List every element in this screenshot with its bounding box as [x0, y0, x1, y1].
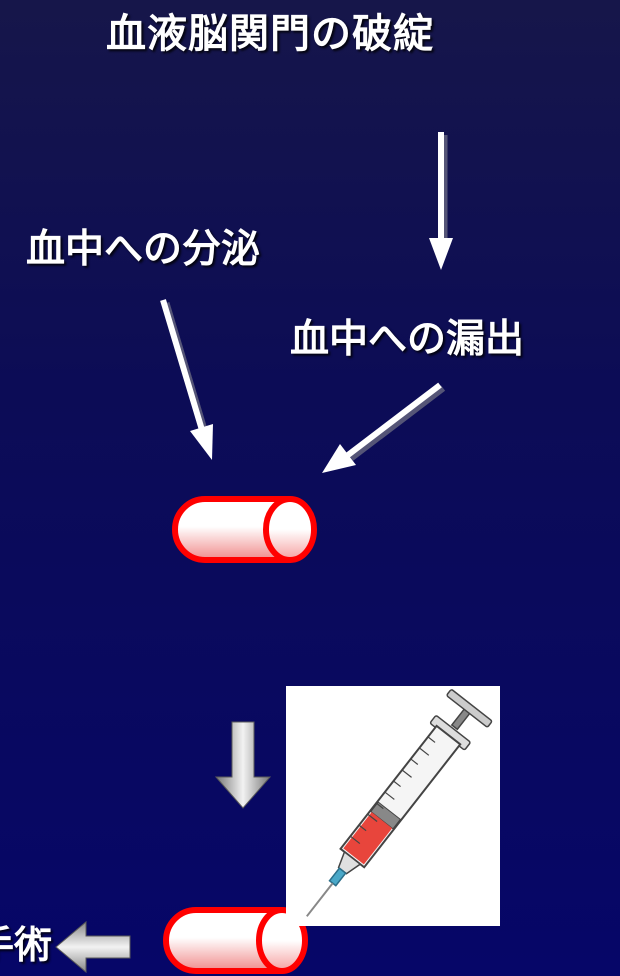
arrow-from-leakage [322, 382, 446, 473]
blood-tube-icon [172, 496, 317, 563]
syringe-icon [306, 689, 493, 917]
gray-left-arrow-icon [55, 920, 131, 974]
gray-down-arrow-icon [214, 721, 272, 809]
page-title: 血液脳関門の破綻 [106, 11, 434, 57]
leakage-label: 血中への漏出 [290, 317, 525, 362]
secretion-label: 血中への分泌 [26, 227, 261, 272]
arrow-from-title [429, 132, 453, 270]
partial-label: 手術 [0, 923, 53, 967]
blood-tube-icon [163, 907, 308, 974]
syringe-image [286, 686, 500, 926]
arrow-from-secretion [160, 299, 213, 460]
